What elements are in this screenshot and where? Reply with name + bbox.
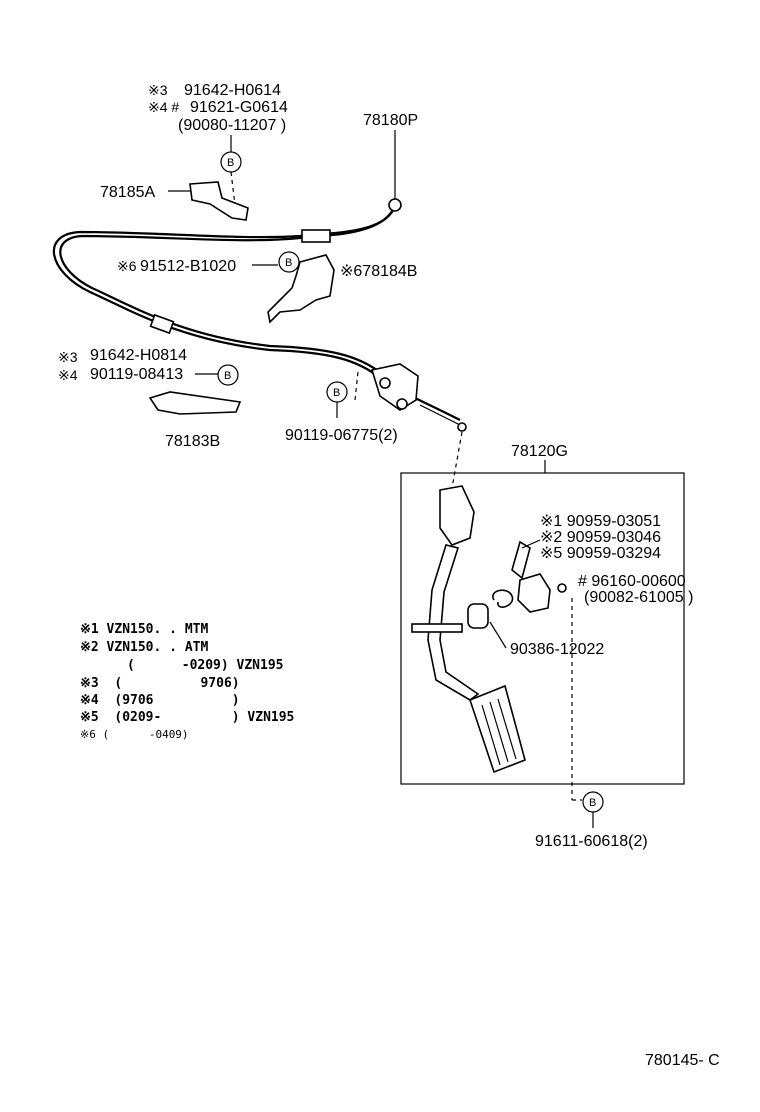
spring-plate	[517, 573, 551, 613]
l3-part: 91642-H0814	[90, 347, 187, 364]
note-line: ※6 ( -0409)	[80, 728, 189, 741]
note-line: ※1 VZN150. . MTM	[80, 622, 208, 637]
svg-text:B: B	[224, 370, 231, 382]
bolt-hole	[379, 377, 391, 389]
mid-mark: ※6	[117, 258, 137, 274]
bracket-78184B-part	[267, 254, 335, 324]
label-78180P: 78180P	[363, 112, 418, 129]
svg-text:B: B	[285, 257, 292, 269]
note-line: ※3 ( 9706)	[80, 676, 240, 691]
label-90119-06775: 90119-06775(2)	[285, 427, 398, 444]
top-l1-part: 91642-H0614	[184, 82, 281, 99]
cable-adjuster	[301, 229, 331, 243]
top-l2-mark: ※4 #	[148, 99, 179, 115]
svg-text:B: B	[227, 157, 234, 169]
pad-groove	[489, 701, 509, 763]
label-91611-60618: 91611-60618(2)	[535, 833, 648, 850]
bolt-marker-b: B	[217, 364, 239, 386]
label-90386-12022: 90386-12022	[510, 641, 604, 658]
inner-cable	[419, 404, 461, 426]
bolt-marker-b: B	[326, 381, 348, 403]
note-line: ※5 (0209- ) VZN195	[80, 710, 294, 725]
r4-part: # 96160-00600	[578, 573, 686, 590]
return-spring	[492, 589, 514, 608]
bushing-90386	[467, 603, 489, 629]
applicability-notes: ※1 VZN150. . MTM ※2 VZN150. . ATM ( -020…	[80, 622, 294, 741]
l4-mark: ※4	[58, 367, 78, 383]
label-78120G: 78120G	[511, 443, 568, 460]
l3-mark: ※3	[58, 349, 78, 365]
bolt-hole	[396, 398, 408, 410]
note-line: ※2 VZN150. . ATM	[80, 640, 208, 655]
svg-text:B: B	[333, 387, 340, 399]
note-line: ( -0209) VZN195	[80, 658, 284, 673]
pad-groove	[481, 704, 501, 766]
label-78185A: 78185A	[100, 184, 155, 201]
washer	[557, 583, 567, 593]
cable-end	[388, 198, 402, 212]
bolt-marker-b: B	[220, 151, 242, 173]
cable-grommet	[149, 313, 175, 335]
dashed-leader	[354, 371, 359, 401]
diagram-code: 780145- C	[645, 1052, 720, 1069]
top-l2-part: 91621-G0614	[190, 99, 288, 116]
mid-part: 91512-B1020	[140, 258, 236, 275]
r2-part: ※2 90959-03046	[540, 529, 661, 546]
clamp-78183B-part	[148, 391, 242, 415]
label-78184B: ※678184B	[340, 263, 417, 280]
leader-line	[521, 539, 541, 549]
r5-part: (90082-61005 )	[584, 589, 693, 606]
top-l1-mark: ※3	[148, 82, 168, 98]
dashed-leader	[230, 171, 236, 206]
top-l3-part: (90080-11207 )	[178, 117, 286, 134]
leader-line	[489, 621, 507, 649]
cable-tip	[457, 422, 467, 432]
l4-part: 90119-08413	[90, 366, 183, 383]
clip-78185A-part	[189, 181, 249, 221]
cable-bracket-part	[370, 363, 419, 411]
label-78183B: 78183B	[165, 433, 220, 450]
r1-part: ※1 90959-03051	[540, 513, 661, 530]
stopper-part	[511, 540, 531, 580]
bolt-marker-b: B	[582, 791, 604, 813]
svg-text:B: B	[589, 797, 596, 809]
r3-part: ※5 90959-03294	[540, 545, 661, 562]
note-line: ※4 (9706 )	[80, 693, 240, 708]
pad-groove	[497, 698, 517, 760]
pedal-arm-top	[439, 485, 475, 546]
pivot-shaft	[411, 623, 463, 633]
bolt-marker-b: B	[278, 251, 300, 273]
pedal-assembly-box	[400, 472, 685, 785]
dashed-leader	[451, 431, 463, 489]
